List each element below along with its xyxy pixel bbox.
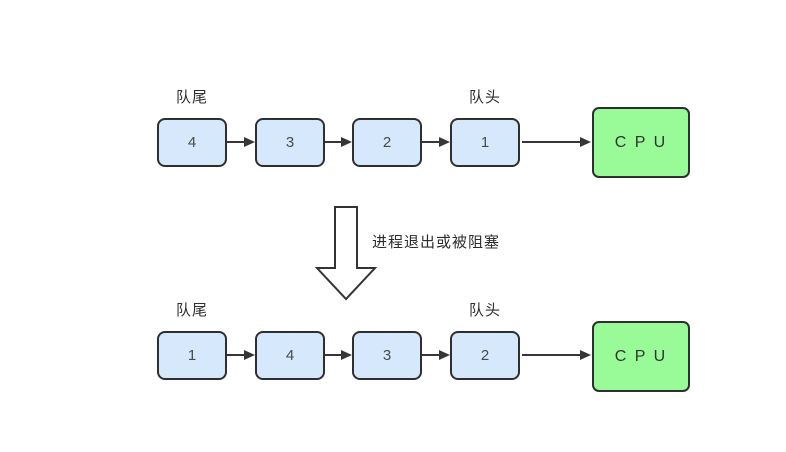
node-value: 2 xyxy=(382,134,392,151)
node-value: 3 xyxy=(285,134,295,151)
node-value: 2 xyxy=(480,347,490,364)
transition-label: 进程退出或被阻塞 xyxy=(372,234,501,251)
cpu-label: C P U xyxy=(614,133,668,151)
node-value: 1 xyxy=(187,347,197,364)
arrow-right-icon xyxy=(325,350,352,360)
top-queue-node-1: 4 xyxy=(157,118,227,167)
arrow-right-icon xyxy=(227,137,255,147)
arrow-right-icon xyxy=(422,137,450,147)
arrow-right-icon xyxy=(325,137,352,147)
top-queue-node-3: 2 xyxy=(352,118,422,167)
node-value: 1 xyxy=(480,134,490,151)
arrow-right-icon xyxy=(522,137,591,147)
bottom-cpu-box: C P U xyxy=(592,321,690,392)
arrow-right-icon xyxy=(422,350,450,360)
arrow-right-icon xyxy=(522,350,591,360)
bottom-queue-head-label: 队头 xyxy=(468,302,501,319)
bottom-queue-node-1: 1 xyxy=(157,331,227,380)
top-queue-node-2: 3 xyxy=(255,118,325,167)
top-queue-head-label: 队头 xyxy=(468,89,501,106)
cpu-label: C P U xyxy=(614,347,668,365)
bottom-queue-tail-label: 队尾 xyxy=(175,302,208,319)
top-cpu-box: C P U xyxy=(592,107,690,178)
node-value: 3 xyxy=(382,347,392,364)
bottom-queue-node-2: 4 xyxy=(255,331,325,380)
top-queue-tail-label: 队尾 xyxy=(175,89,208,106)
down-arrow-icon xyxy=(314,206,378,301)
bottom-queue-node-4: 2 xyxy=(450,331,520,380)
node-value: 4 xyxy=(187,134,197,151)
bottom-queue-node-3: 3 xyxy=(352,331,422,380)
arrow-right-icon xyxy=(227,350,255,360)
top-queue-node-4: 1 xyxy=(450,118,520,167)
node-value: 4 xyxy=(285,347,295,364)
